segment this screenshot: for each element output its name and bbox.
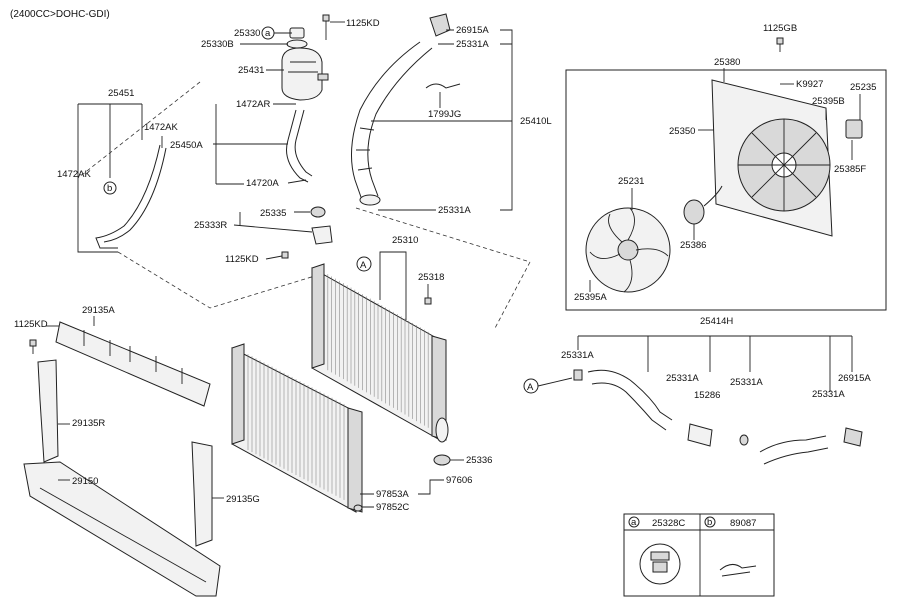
label-1472AR: 1472AR [236,99,270,110]
upper-radiator-hose [351,13,451,206]
label-25410L: 25410L [520,116,552,127]
callout-A-radiator: A [360,260,367,271]
label-25331A-r3: 25331A [730,377,763,388]
label-29135R: 29135R [72,418,105,429]
mount-bracket [310,206,333,245]
label-1125KD-top: 1125KD [346,18,380,29]
engine-variant-header: (2400CC>DOHC-GDI) [10,9,110,20]
condenser [231,343,363,513]
label-25395A: 25395A [574,292,607,303]
reservoir-tank [281,27,329,101]
label-25414H: 25414H [700,316,733,327]
callout-a: a [265,28,271,39]
label-25333R: 25333R [194,220,227,231]
lower-guard-29150 [23,461,221,597]
reservoir-cap-icon [639,543,681,585]
bolt-1125KD-top [322,14,330,40]
air-guard-29135A [55,321,211,407]
label-1125KD-mid: 1125KD [225,254,259,265]
clip-1799JG [425,83,461,89]
label-25235: 25235 [850,82,876,93]
label-29135A: 29135A [82,305,115,316]
label-25318: 25318 [418,272,444,283]
reservoir-cap-symbol: a [261,26,292,40]
label-25336: 25336 [466,455,492,466]
label-1799JG: 1799JG [428,109,461,120]
resistor-25385F [845,119,863,139]
hose-clip-icon [719,564,757,577]
label-25380: 25380 [714,57,740,68]
label-25335: 25335 [260,208,286,219]
air-guard-29135R [37,359,59,463]
label-29135G: 29135G [226,494,260,505]
label-25231: 25231 [618,176,644,187]
label-25450A: 25450A [170,140,203,151]
label-97852C: 97852C [376,502,409,513]
label-25331A-r1: 25331A [561,350,594,361]
label-25350: 25350 [669,126,695,137]
legend-table: a 25328C b 89087 [623,513,775,597]
lower-radiator-hose [573,369,863,465]
label-97606: 97606 [446,475,472,486]
label-97853A: 97853A [376,489,409,500]
bolt-1125KD-left [29,339,37,354]
label-25395B: 25395B [812,96,845,107]
fan-assembly-box [565,69,887,311]
label-26915A-r: 26915A [838,373,871,384]
bolt-1125KD-mid [281,251,289,259]
label-25310: 25310 [392,235,418,246]
bolt-97852C [353,504,363,512]
legend-callout-a: a [631,517,637,528]
callout-b: b [107,183,112,194]
legend-code-a: 25328C [652,518,685,529]
label-14720A: 14720A [246,178,279,189]
label-25330: 25330 [234,28,260,39]
label-K9927: K9927 [796,79,823,90]
label-25331A-mid: 25331A [438,205,471,216]
label-25331A-r2: 25331A [666,373,699,384]
overflow-pipe [95,144,167,249]
label-1125GB: 1125GB [763,23,797,34]
insulator-25336 [433,454,451,466]
label-25386: 25386 [680,240,706,251]
radiator [311,263,449,443]
dashed-connector [77,81,531,331]
label-25331A-r4: 25331A [812,389,845,400]
label-15286: 15286 [694,390,720,401]
label-25385F: 25385F [834,164,866,175]
drain-plug [424,297,432,305]
legend-callout-b: b [707,517,712,528]
label-26915A-top: 26915A [456,25,489,36]
fan-blade [585,207,671,293]
reservoir-hose [286,109,313,183]
label-25451: 25451 [108,88,134,99]
label-1472AK-upper: 1472AK [144,122,178,133]
label-25431: 25431 [238,65,264,76]
label-25331A-top: 25331A [456,39,489,50]
bolt-1125GB [776,37,784,52]
air-guard-29135G [191,441,213,547]
label-25330B: 25330B [201,39,234,50]
label-1125KD-left: 1125KD [14,319,48,330]
callout-A-hose: A [527,382,534,393]
legend-code-b: 89087 [730,518,756,529]
label-1472AK-left: 1472AK [57,169,91,180]
label-29150: 29150 [72,476,98,487]
fan-shroud [711,79,833,237]
